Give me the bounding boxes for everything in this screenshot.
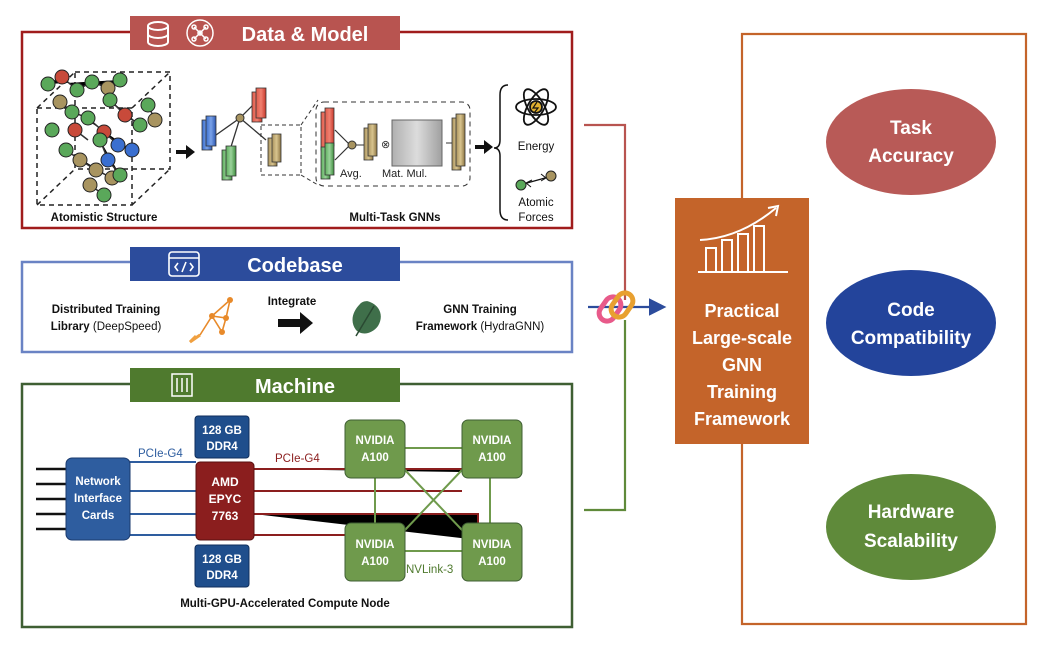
framework-line-4: Training <box>707 382 777 402</box>
cpu-line-1: AMD <box>211 475 239 489</box>
framework-line-5: Framework <box>694 409 791 429</box>
outcome-3-line-1: Hardware <box>868 502 955 523</box>
atomic-forces-label-2: Forces <box>518 212 553 224</box>
framework-line-3: GNN <box>722 355 762 375</box>
framework-box: Practical Large-scale GNN Training Frame… <box>675 198 809 444</box>
pcie-right-label: PCIe-G4 <box>275 453 320 465</box>
cpu-line-3: 7763 <box>212 509 239 523</box>
server-rack-icon <box>171 373 193 397</box>
nic-line-2: Interface <box>74 493 122 505</box>
framework-line-2: Large-scale <box>692 328 792 348</box>
connector-lines <box>584 123 627 512</box>
neural-network-icon <box>186 19 214 47</box>
energy-atom-icon <box>515 88 557 126</box>
growth-chart-icon <box>698 204 788 273</box>
codebase-title: Codebase <box>247 255 343 277</box>
cpu-amd-epyc <box>195 461 255 541</box>
avg-label: Avg. <box>340 168 362 180</box>
data-model-panel: Data & Model <box>20 16 574 230</box>
memory-bottom-line-1: 128 GB <box>202 554 242 566</box>
atomic-forces-label-1: Atomic <box>518 197 553 209</box>
framework-line-1: Practical <box>704 301 779 321</box>
nvlink-label: NVLink-3 <box>406 564 453 576</box>
gpu-1-line-1: NVIDIA <box>356 435 395 447</box>
gpu-3-line-2: A100 <box>361 556 389 568</box>
deepspeed-logo-icon <box>188 297 233 344</box>
arrow-to-gnn <box>176 145 195 159</box>
integrate-arrow <box>278 312 313 334</box>
cpu-line-2: EPYC <box>209 492 242 506</box>
gpu-2-line-2: A100 <box>478 452 506 464</box>
data-model-header-bar <box>130 16 400 50</box>
outcome-1-line-1: Task <box>890 118 932 139</box>
outcome-code-compatibility: Code Compatibility <box>826 270 996 376</box>
gpu-1-line-2: A100 <box>361 452 389 464</box>
energy-label: Energy <box>518 141 555 153</box>
memory-top-line-1: 128 GB <box>202 425 242 437</box>
memory-module-bottom <box>194 544 250 588</box>
gpu-4-line-2: A100 <box>478 556 506 568</box>
hydragnn-leaf-icon <box>352 301 381 337</box>
machine-panel: Machine 128 GB DDR4 128 GB DDR4 Network … <box>20 368 574 629</box>
gpu-3-line-1: NVIDIA <box>356 539 395 551</box>
code-window-icon <box>168 251 200 277</box>
gpu-1: NVIDIA A100 <box>344 419 406 479</box>
memory-module-top <box>194 415 250 459</box>
gnn-framework-line-2: Framework (HydraGNN) <box>416 321 545 333</box>
outcome-task-accuracy: Task Accuracy <box>826 89 996 195</box>
machine-title: Machine <box>255 376 335 398</box>
outcome-1-line-2: Accuracy <box>868 146 954 167</box>
matmul-label: Mat. Mul. <box>382 168 427 180</box>
machine-caption: Multi-GPU-Accelerated Compute Node <box>180 598 390 610</box>
codebase-panel: Codebase Distributed Training Library (D… <box>20 247 574 354</box>
outcomes-frame <box>740 32 1028 626</box>
outcome-2-line-2: Compatibility <box>851 328 972 349</box>
library-line-1: Distributed Training <box>52 304 161 316</box>
nic-line-3: Cards <box>82 510 115 522</box>
gpu-2: NVIDIA A100 <box>461 419 523 479</box>
memory-top-line-2: DDR4 <box>206 441 238 453</box>
gpu-4-line-1: NVIDIA <box>473 539 512 551</box>
outcome-hardware-scalability: Hardware Scalability <box>826 474 996 580</box>
output-brace <box>493 84 509 221</box>
outcome-2-line-1: Code <box>887 300 935 321</box>
memory-bottom-line-2: DDR4 <box>206 570 238 582</box>
pcie-left-label: PCIe-G4 <box>138 448 183 460</box>
gnn-framework-line-1: GNN Training <box>443 304 516 316</box>
gpu-4: NVIDIA A100 <box>461 522 523 582</box>
aggregation-box: ⊗ <box>315 101 471 187</box>
integrate-label: Integrate <box>268 296 317 308</box>
nic-line-1: Network <box>75 476 121 488</box>
gnn-graph-graphic <box>201 87 319 186</box>
data-model-title: Data & Model <box>242 24 369 46</box>
atomic-forces-icon <box>515 170 557 191</box>
gnn-label: Multi-Task GNNs <box>349 212 440 224</box>
atomistic-structure-graphic <box>36 69 171 206</box>
gpu-3: NVIDIA A100 <box>344 522 406 582</box>
svg-text:⊗: ⊗ <box>381 139 390 151</box>
gpu-2-line-1: NVIDIA <box>473 435 512 447</box>
atomistic-structure-label: Atomistic Structure <box>51 212 158 224</box>
chain-link-icon <box>596 290 636 324</box>
arrow-to-outputs <box>475 140 493 154</box>
network-interface-cards <box>65 457 131 541</box>
outcome-3-line-2: Scalability <box>864 531 958 552</box>
database-icon <box>147 21 169 47</box>
library-line-2: Library (DeepSpeed) <box>51 321 162 333</box>
